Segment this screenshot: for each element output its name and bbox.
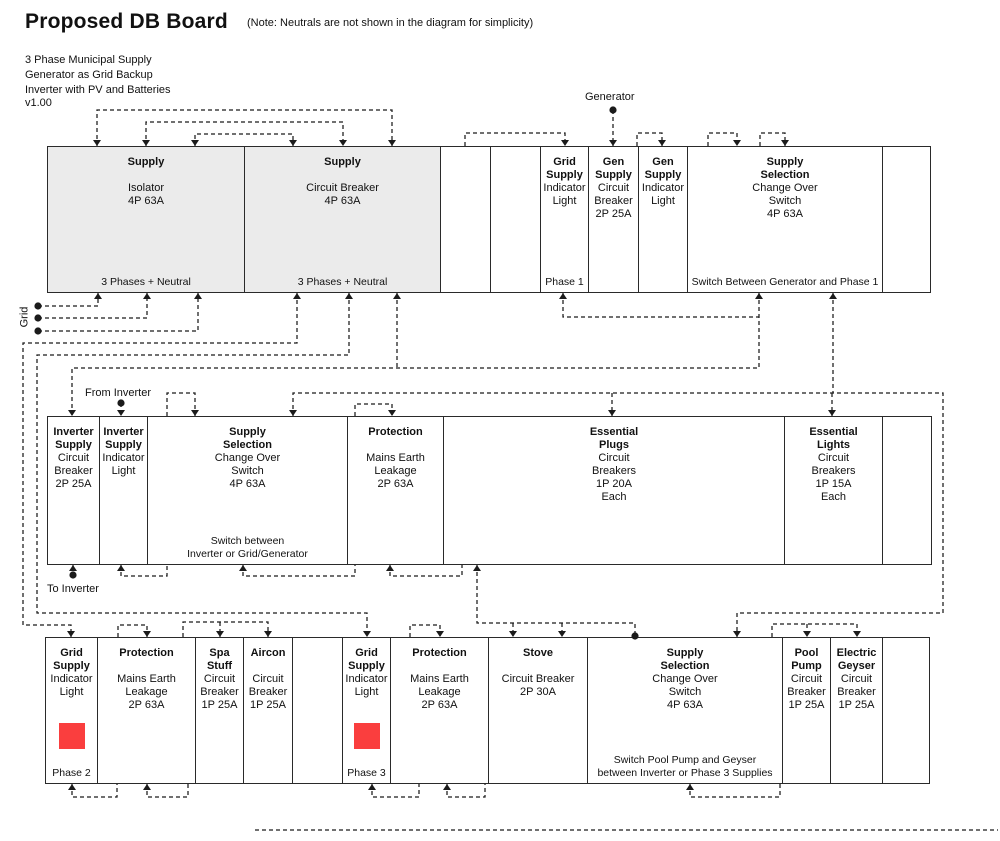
cell-body: Mains Earth Leakage 2P 63A <box>117 673 176 711</box>
empty-cell <box>883 417 933 564</box>
cell-body: Change Over Switch 4P 63A <box>652 673 718 711</box>
cell-title: Stove <box>523 647 553 659</box>
cell-title: Inverter Supply <box>53 426 94 451</box>
cell-title: Grid Supply <box>348 647 385 672</box>
cell-body: Circuit Breaker 1P 25A <box>248 673 288 711</box>
cell-body: Circuit Breakers 1P 15A Each <box>811 452 856 503</box>
cell-title: Grid Supply <box>546 156 583 181</box>
empty-cell <box>491 147 541 292</box>
cell-title: Pool Pump <box>791 647 822 672</box>
red-indicator-light <box>353 723 380 749</box>
cell-title: Supply <box>324 156 361 168</box>
cell-title: Protection <box>119 647 174 659</box>
cell-body: Circuit Breaker 2P 30A <box>501 673 575 698</box>
cell-body: Circuit Breaker 4P 63A <box>306 182 379 207</box>
page-title: Proposed DB Board <box>25 10 228 33</box>
cell-title: Aircon <box>250 647 286 659</box>
version-label: v1.00 <box>25 97 52 109</box>
cell-title: Gen Supply <box>595 156 632 181</box>
cell-footer: 3 Phases + Neutral <box>101 275 191 288</box>
cell-body: Change Over Switch 4P 63A <box>214 452 281 490</box>
cell-body: Mains Earth Leakage 2P 63A <box>366 452 425 490</box>
cell-title: Supply Selection <box>660 647 710 672</box>
empty-cell <box>441 147 491 292</box>
cell-title: Essential Lights <box>809 426 858 451</box>
cell-title: Essential Plugs <box>589 426 639 451</box>
cell-title: Protection <box>368 426 423 438</box>
cell-body: Circuit Breaker 1P 25A <box>837 673 876 711</box>
page-note: (Note: Neutrals are not shown in the dia… <box>247 17 534 29</box>
cell-body: Mains Earth Leakage 2P 63A <box>410 673 469 711</box>
cell-title: Inverter Supply <box>103 426 144 451</box>
empty-cell <box>883 147 932 292</box>
cell-title: Spa Stuff <box>206 647 233 672</box>
cell-footer: Switch Pool Pump and Geyser between Inve… <box>597 754 773 779</box>
cell-title: Protection <box>412 647 467 659</box>
cell-body: Indicator Light <box>543 182 586 207</box>
cell-body: Change Over Switch 4P 63A <box>752 182 818 220</box>
generator-label: Generator <box>585 91 635 103</box>
cell-footer: Phase 3 <box>347 766 386 779</box>
empty-cell <box>883 638 931 783</box>
cell-body: Circuit Breaker 1P 25A <box>787 673 826 711</box>
cell-body: Indicator Light <box>641 182 685 207</box>
cell-title: Supply Selection <box>223 426 272 451</box>
cell-footer: Switch between Inverter or Grid/Generato… <box>187 535 308 560</box>
red-indicator-light <box>58 723 85 749</box>
cell-body: Circuit Breaker 2P 25A <box>594 182 633 220</box>
cell-title: Grid Supply <box>53 647 90 672</box>
page-subtitle: 3 Phase Municipal Supply Generator as Gr… <box>25 54 171 96</box>
cell-body: Circuit Breakers 1P 20A Each <box>591 452 637 503</box>
cell-body: Circuit Breaker 1P 25A <box>200 673 239 711</box>
cell-footer: Phase 1 <box>545 275 584 288</box>
cell-footer: Phase 2 <box>52 766 91 779</box>
cell-footer: 3 Phases + Neutral <box>297 275 388 288</box>
empty-cell <box>293 638 343 783</box>
cell-title: Supply Selection <box>760 156 810 181</box>
cell-body: Indicator Light <box>345 673 388 698</box>
cell-body: Indicator Light <box>102 452 145 477</box>
grid-label: Grid <box>18 306 31 328</box>
cell-title: Electric Geyser <box>836 647 877 672</box>
cell-footer: Switch Between Generator and Phase 1 <box>691 275 879 288</box>
cell-body: Indicator Light <box>50 673 93 698</box>
cell-body: Isolator 4P 63A <box>127 182 165 207</box>
to-inverter-label: To Inverter <box>47 583 99 595</box>
cell-title: Supply <box>127 156 165 168</box>
cell-body: Circuit Breaker 2P 25A <box>54 452 93 490</box>
cell-title: Gen Supply <box>644 156 682 181</box>
from-inverter-label: From Inverter <box>85 387 152 399</box>
